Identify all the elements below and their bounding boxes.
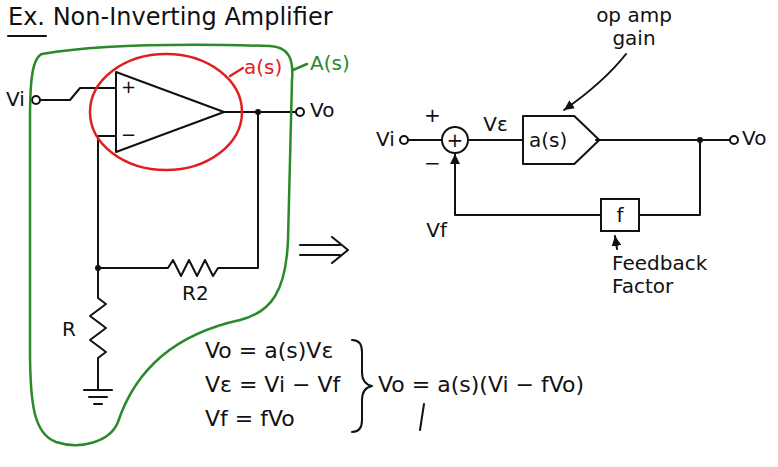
signal-label: Vf <box>424 219 449 242</box>
equivalence-arrow <box>300 237 348 263</box>
open-loop-region: +−a(s) <box>86 48 290 174</box>
open-loop-gain-label: a(s) <box>244 56 282 79</box>
leader-line <box>293 64 307 70</box>
output-terminal <box>296 108 304 116</box>
input-terminal <box>400 136 408 144</box>
component-label: R <box>62 318 76 341</box>
annotation-stroke <box>420 404 424 430</box>
signal-label: Vε <box>481 113 510 136</box>
amplifier-outline <box>523 116 599 164</box>
diagram-title: Ex. Non-Inverting Amplifier <box>8 4 333 32</box>
summing-junction: + <box>441 126 469 154</box>
junction-dot <box>95 265 101 271</box>
component-label: R2 <box>182 282 209 305</box>
equation: Vf = fVo <box>205 406 295 431</box>
callout-arrow <box>615 236 617 249</box>
terminal-label: Vo <box>742 127 766 150</box>
signal-connector <box>469 139 522 141</box>
closed-loop-gain-label: A(s) <box>310 52 350 75</box>
input-sign: + <box>121 77 136 98</box>
summing-circle <box>442 127 468 153</box>
op-amp-symbol: +− <box>114 70 226 154</box>
terminal-label: Vi <box>6 88 25 111</box>
resistor-symbol <box>90 268 106 390</box>
equation: Vε = Vi − Vf <box>205 372 340 397</box>
input-terminal <box>32 96 40 104</box>
input-wire <box>408 139 441 141</box>
amplifier-block: a(s) <box>522 115 600 165</box>
sign-label: − <box>424 152 441 175</box>
terminal-label: Vi <box>376 128 395 151</box>
leader-line <box>230 68 243 76</box>
input-wire <box>40 88 116 100</box>
terminal-label: Vo <box>310 99 334 122</box>
region-outline <box>90 54 242 170</box>
sign-label: + <box>424 104 441 127</box>
equation: Vo = a(s)(Vi − fVo) <box>378 372 584 397</box>
brace <box>352 340 372 432</box>
equation: Vo = a(s)Vε <box>205 338 333 363</box>
op-amp-outline <box>116 72 224 152</box>
callout-arrow <box>564 54 626 110</box>
title-underline <box>8 35 46 37</box>
junction-dot <box>255 109 261 115</box>
annotation-text: op amp gain <box>588 4 680 50</box>
signal-connector <box>600 140 700 215</box>
annotation-text: Feedback Factor <box>612 252 724 298</box>
ground-symbol <box>84 390 112 404</box>
inverting-input-wire <box>98 136 116 268</box>
summing-sign: + <box>447 129 464 152</box>
input-sign: − <box>121 125 136 146</box>
feedback-outline <box>601 199 639 231</box>
block-label: a(s) <box>529 129 567 152</box>
output-terminal <box>730 136 738 144</box>
block-label: f <box>616 204 623 227</box>
feedback-block: f <box>600 198 640 232</box>
